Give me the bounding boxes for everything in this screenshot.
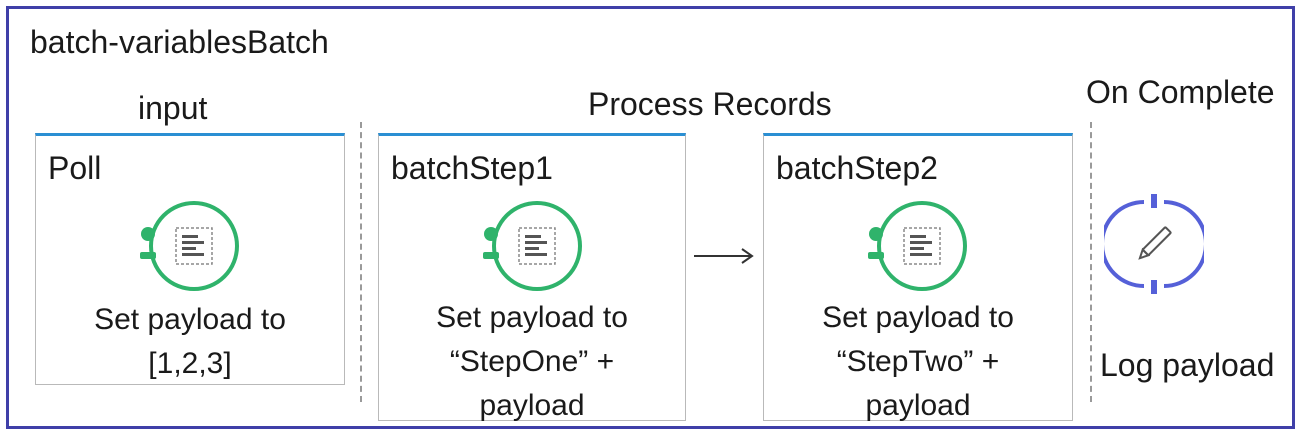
pencil-icon[interactable]	[1104, 192, 1204, 296]
section-label-input: input	[138, 90, 208, 126]
batch-job-title: batch-variablesBatch	[30, 24, 329, 60]
set-payload-icon[interactable]	[479, 196, 583, 296]
section-divider-input	[360, 122, 362, 402]
section-label-process-records: Process Records	[588, 86, 832, 122]
batch-step-1-description: Set payload to “StepOne” + payload	[436, 301, 628, 422]
batch-step-2-card[interactable]: batchStep2 Set payload to “StepTwo” + pa…	[763, 133, 1073, 422]
set-payload-icon[interactable]	[136, 196, 240, 296]
section-divider-on-complete	[1090, 122, 1092, 402]
batch-step-2-description: Set payload to “StepTwo” + payload	[822, 301, 1014, 422]
set-payload-icon[interactable]	[864, 196, 968, 296]
poll-card-title: Poll	[48, 150, 102, 186]
batch-step-1-title: batchStep1	[391, 150, 553, 186]
batch-step-2-title: batchStep2	[776, 150, 938, 186]
arrow-right-icon	[694, 248, 754, 264]
batch-job-canvas	[6, 6, 1295, 429]
section-label-on-complete: On Complete	[1086, 74, 1275, 110]
poll-card-description: Set payload to [1,2,3]	[94, 303, 286, 380]
batch-step-1-card[interactable]: batchStep1 Set payload to “StepOne” + pa…	[378, 133, 686, 422]
poll-card[interactable]: Poll Set payload to [1,2,3]	[35, 133, 345, 385]
logger-label: Log payload	[1100, 347, 1275, 383]
